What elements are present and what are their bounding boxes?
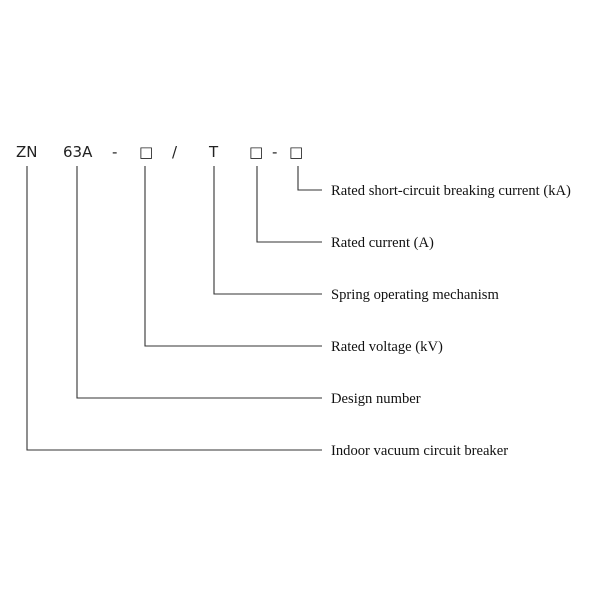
label-breaking-current: Rated short-circuit breaking current (kA… bbox=[331, 183, 571, 199]
label-mechanism: Spring operating mechanism bbox=[331, 287, 499, 303]
label-design-number: Design number bbox=[331, 391, 421, 407]
model-code: ZN 63A - □ / T □ - □ bbox=[16, 143, 303, 161]
leader-lines bbox=[26, 166, 322, 451]
leader-line-design-number bbox=[76, 166, 322, 399]
code-slash: / bbox=[172, 143, 178, 161]
descriptions: Rated short-circuit breaking current (kA… bbox=[331, 183, 571, 459]
label-rated-voltage: Rated voltage (kV) bbox=[331, 339, 443, 355]
leader-line-breaking-current bbox=[297, 166, 322, 191]
leader-line-rated-voltage bbox=[144, 166, 322, 347]
code-series: ZN bbox=[16, 143, 38, 161]
code-current-box: □ bbox=[249, 143, 263, 161]
code-design-number: 63A bbox=[63, 143, 93, 161]
code-dash: - bbox=[112, 143, 117, 161]
code-voltage-box: □ bbox=[139, 143, 153, 161]
label-rated-current: Rated current (A) bbox=[331, 235, 434, 251]
label-breaker-type: Indoor vacuum circuit breaker bbox=[331, 443, 508, 459]
leader-line-mechanism bbox=[213, 166, 322, 295]
code-breaking-current-box: □ bbox=[289, 143, 303, 161]
leader-line-breaker-type bbox=[26, 166, 322, 451]
leader-line-rated-current bbox=[256, 166, 322, 243]
code-dash: - bbox=[272, 143, 277, 161]
code-mechanism: T bbox=[208, 143, 219, 161]
